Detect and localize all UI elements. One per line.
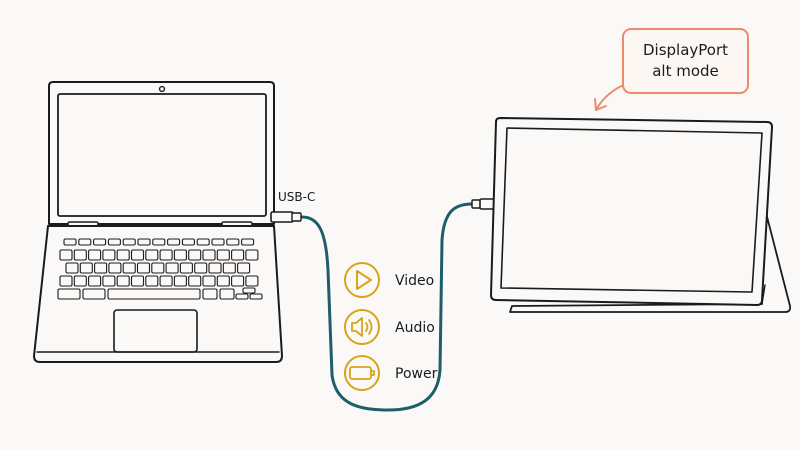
callout-arrow — [594, 83, 627, 111]
keyboard-key — [137, 238, 151, 246]
keyboard-key — [88, 249, 102, 261]
keyboard-key — [63, 238, 77, 246]
portable-monitor — [490, 117, 792, 313]
keyboard-key — [237, 262, 251, 274]
play-icon — [356, 270, 372, 290]
keyboard-key — [231, 275, 245, 287]
keyboard-key — [78, 238, 92, 246]
keyboard-key — [216, 249, 230, 261]
keyboard-key — [208, 262, 222, 274]
usb-c-cable — [270, 198, 501, 412]
keyboard-key — [219, 288, 235, 300]
callout-line-2: alt mode — [652, 62, 719, 80]
keyboard-key — [159, 275, 173, 287]
keyboard-key — [226, 238, 240, 246]
keyboard-key — [94, 262, 108, 274]
keyboard-key — [202, 249, 216, 261]
keyboard-key — [165, 262, 179, 274]
signal-label-audio: Audio — [395, 320, 435, 336]
keyboard-key — [188, 275, 202, 287]
keyboard-key — [152, 238, 166, 246]
cable-line — [300, 202, 474, 412]
keyboard-key — [79, 262, 93, 274]
keyboard-key — [211, 238, 225, 246]
keyboard-key — [202, 275, 216, 287]
keyboard-key — [88, 275, 102, 287]
callout-line-1: DisplayPort — [642, 41, 729, 59]
keyboard-key — [116, 275, 130, 287]
laptop-trackpad — [113, 309, 198, 353]
keyboard-key — [249, 293, 263, 300]
keyboard-key — [107, 288, 201, 300]
usb-c-label: USB-C — [278, 190, 315, 204]
keyboard-key — [241, 238, 255, 246]
callout-displayport-alt-mode: DisplayPort alt mode — [622, 28, 749, 94]
laptop-lid — [48, 81, 275, 225]
speaker-icon — [351, 317, 373, 337]
keyboard-key — [122, 238, 136, 246]
keyboard-key — [242, 287, 256, 294]
keyboard-key — [173, 249, 187, 261]
keyboard-key — [202, 288, 218, 300]
monitor-frame — [490, 117, 773, 306]
keyboard-key — [73, 249, 87, 261]
keyboard-key — [222, 262, 236, 274]
keyboard-key — [108, 262, 122, 274]
keyboard-key — [93, 238, 107, 246]
signal-power: Power — [344, 355, 438, 391]
usb-c-plug-laptop-collar — [291, 212, 302, 222]
signal-label-power: Power — [395, 366, 438, 382]
keyboard-key — [235, 293, 249, 300]
keyboard-key — [122, 262, 136, 274]
keyboard-key — [57, 288, 81, 300]
keyboard-key — [151, 262, 165, 274]
keyboard-key — [130, 249, 145, 261]
keyboard-key — [245, 249, 259, 261]
keyboard-key — [231, 249, 245, 261]
keyboard-key — [159, 249, 173, 261]
keyboard-key — [173, 275, 187, 287]
signal-video: Video — [344, 262, 434, 298]
signal-audio: Audio — [344, 309, 435, 345]
laptop-keyboard — [57, 238, 263, 300]
keyboard-key — [245, 275, 259, 287]
battery-icon — [349, 366, 375, 380]
keyboard-key — [73, 275, 87, 287]
keyboard-key — [179, 262, 193, 274]
signal-label-video: Video — [395, 273, 434, 289]
keyboard-key — [59, 275, 73, 287]
keyboard-key — [107, 238, 121, 246]
keyboard-key — [181, 238, 195, 246]
keyboard-key — [102, 249, 116, 261]
keyboard-key — [59, 249, 73, 261]
usb-c-plug-laptop — [270, 211, 294, 223]
keyboard-key — [196, 238, 210, 246]
keyboard-key — [136, 262, 151, 274]
keyboard-key — [145, 275, 159, 287]
keyboard-key — [102, 275, 116, 287]
keyboard-key — [65, 262, 79, 274]
keyboard-key — [116, 249, 130, 261]
keyboard-key — [145, 249, 159, 261]
keyboard-key — [130, 275, 145, 287]
laptop — [33, 81, 283, 363]
laptop-webcam — [158, 85, 166, 93]
keyboard-key — [216, 275, 230, 287]
keyboard-key — [82, 288, 106, 300]
keyboard-key — [188, 249, 202, 261]
keyboard-key — [194, 262, 208, 274]
laptop-screen — [57, 93, 267, 217]
keyboard-key — [167, 238, 181, 246]
monitor-screen — [500, 127, 763, 293]
